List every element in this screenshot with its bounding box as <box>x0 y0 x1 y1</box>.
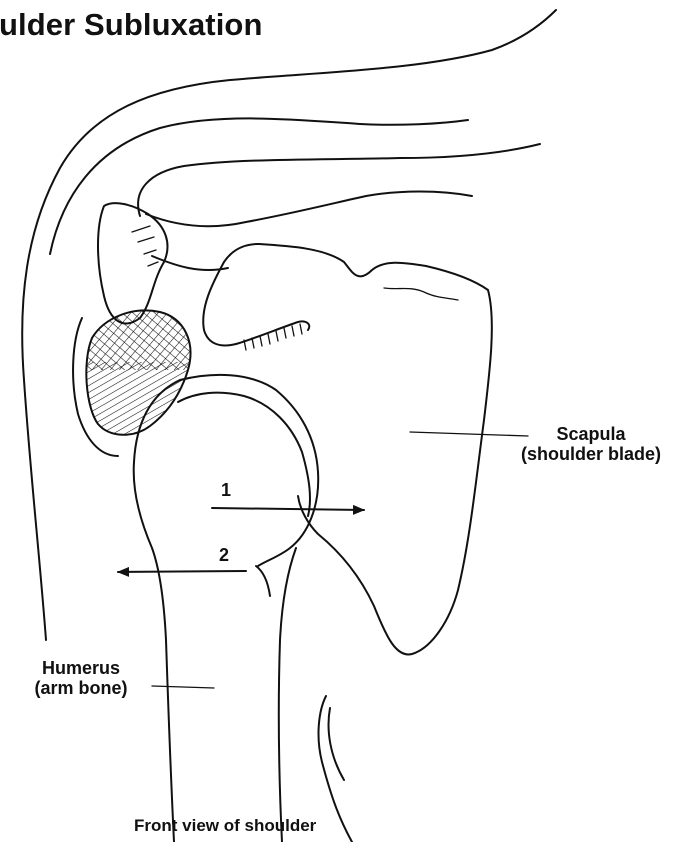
scapula-label: Scapula (shoulder blade) <box>506 424 676 464</box>
scapula-label-line2: (shoulder blade) <box>506 444 676 464</box>
acromion-process <box>98 203 167 323</box>
arrow-1-label: 1 <box>221 480 231 500</box>
diagram-title: ulder Subluxation <box>0 8 263 43</box>
diagram-caption: Front view of shoulder <box>134 816 316 835</box>
scapula-spine-mark <box>384 288 458 300</box>
tuberosity-line <box>256 566 270 596</box>
scapula-outline <box>224 244 492 654</box>
humerus-label-line2: (arm bone) <box>6 678 156 698</box>
clavicle-contour <box>50 118 468 254</box>
axilla-line <box>319 696 352 842</box>
arrow-2-label: 2 <box>219 545 229 565</box>
glenoid-rim-shading <box>244 324 302 350</box>
scapula-label-line1: Scapula <box>506 424 676 444</box>
humerus-medial-shaft <box>134 462 174 842</box>
arrow-1 <box>212 508 364 510</box>
scapula-neck <box>203 262 236 345</box>
acromion-shading <box>132 226 158 266</box>
acromion-contour <box>146 192 472 227</box>
humerus-lateral-shaft <box>279 548 296 842</box>
humeral-head-inner <box>178 393 310 516</box>
arrow-2 <box>118 571 246 572</box>
axilla-line-inner <box>329 708 344 780</box>
clavicle-lower-contour <box>138 144 540 216</box>
glenoid-rim <box>236 321 309 344</box>
humerus-leader-line <box>152 686 214 688</box>
humerus-label-line1: Humerus <box>6 658 156 678</box>
humerus-label: Humerus (arm bone) <box>6 658 156 698</box>
